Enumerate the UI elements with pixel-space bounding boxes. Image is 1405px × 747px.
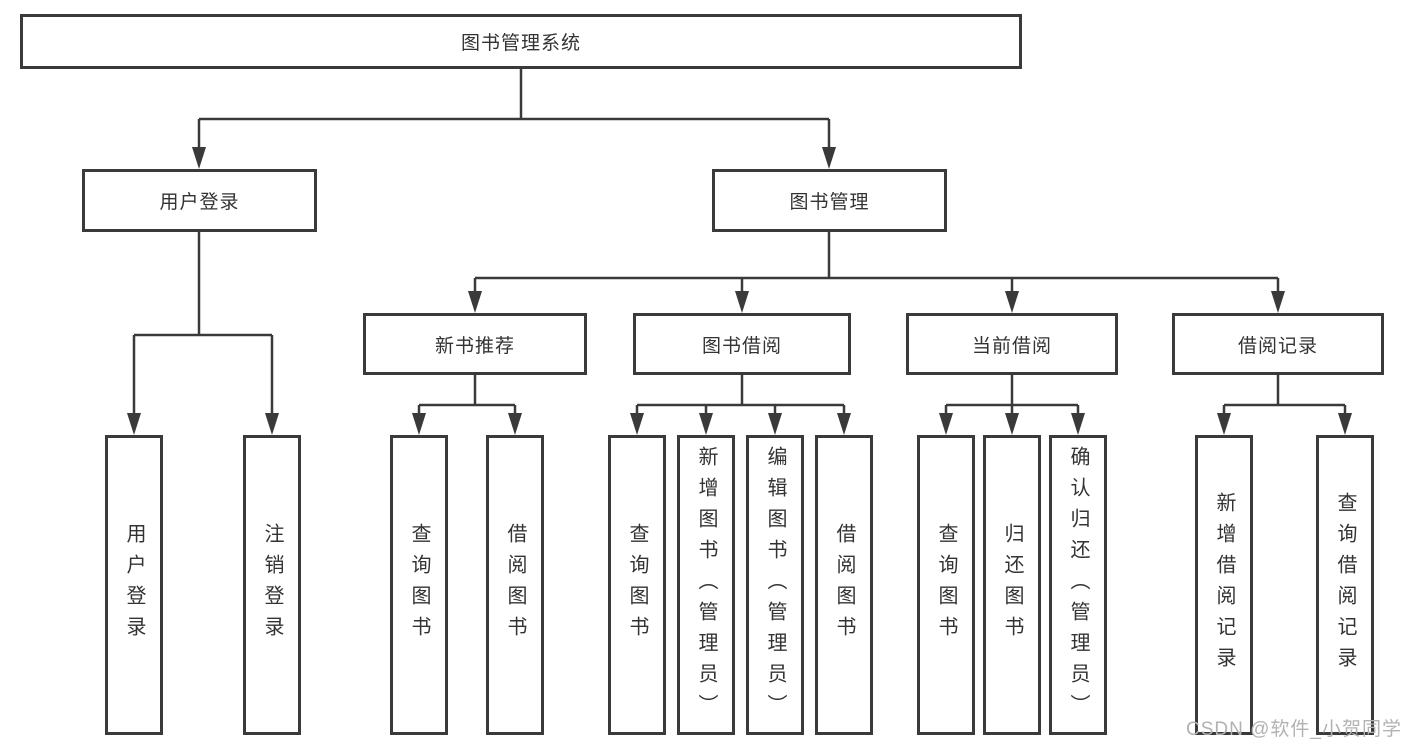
leaf-query-books-current: 查询图书 [917,435,975,735]
node-label: 借阅记录 [1237,335,1318,357]
leaf-query-borrow-record: 查询借阅记录 [1316,435,1374,735]
node-library-management-system: 图书管理系统 [20,14,1022,69]
node-book-management: 图书管理 [712,169,947,232]
leaf-return-books: 归还图书 [983,435,1041,735]
node-new-book-recommendation: 新书推荐 [363,313,587,375]
leaf-add-borrow-record: 新增借阅记录 [1195,435,1253,735]
leaf-label: 注销登录 [261,523,283,647]
leaf-label: 确认归还（管理员） [1067,445,1089,725]
node-current-borrowing: 当前借阅 [906,313,1118,375]
leaf-label: 借阅图书 [833,523,855,647]
leaf-label: 查询图书 [408,523,430,647]
leaf-add-book-admin: 新增图书（管理员） [677,435,735,735]
leaf-label: 查询借阅记录 [1334,492,1356,678]
leaf-label: 借阅图书 [504,523,526,647]
node-label: 新书推荐 [434,335,515,357]
node-book-borrowing: 图书借阅 [633,313,851,375]
node-borrowing-records: 借阅记录 [1172,313,1384,375]
leaf-borrow-books-borrowing: 借阅图书 [815,435,873,735]
node-label: 图书管理 [789,192,870,213]
leaf-query-books-borrowing: 查询图书 [608,435,666,735]
leaf-label: 新增借阅记录 [1213,492,1235,678]
leaf-edit-book-admin: 编辑图书（管理员） [746,435,804,735]
leaf-label: 用户登录 [123,523,145,647]
leaf-user-login: 用户登录 [105,435,163,735]
node-label: 当前借阅 [971,335,1052,357]
node-label: 图书管理系统 [460,33,581,54]
leaf-label: 查询图书 [935,523,957,647]
leaf-confirm-return-admin: 确认归还（管理员） [1049,435,1107,735]
node-label: 图书借阅 [701,335,782,357]
leaf-query-books-recommend: 查询图书 [390,435,448,735]
watermark-text: CSDN @软件_小贺同学 [1186,719,1402,740]
leaf-borrow-books-recommend: 借阅图书 [486,435,544,735]
leaf-label: 查询图书 [626,523,648,647]
leaf-label: 编辑图书（管理员） [764,445,786,725]
node-user-login: 用户登录 [82,169,317,232]
leaf-label: 新增图书（管理员） [695,445,717,725]
leaf-logout: 注销登录 [243,435,301,735]
node-label: 用户登录 [159,192,240,213]
leaf-label: 归还图书 [1001,523,1023,647]
